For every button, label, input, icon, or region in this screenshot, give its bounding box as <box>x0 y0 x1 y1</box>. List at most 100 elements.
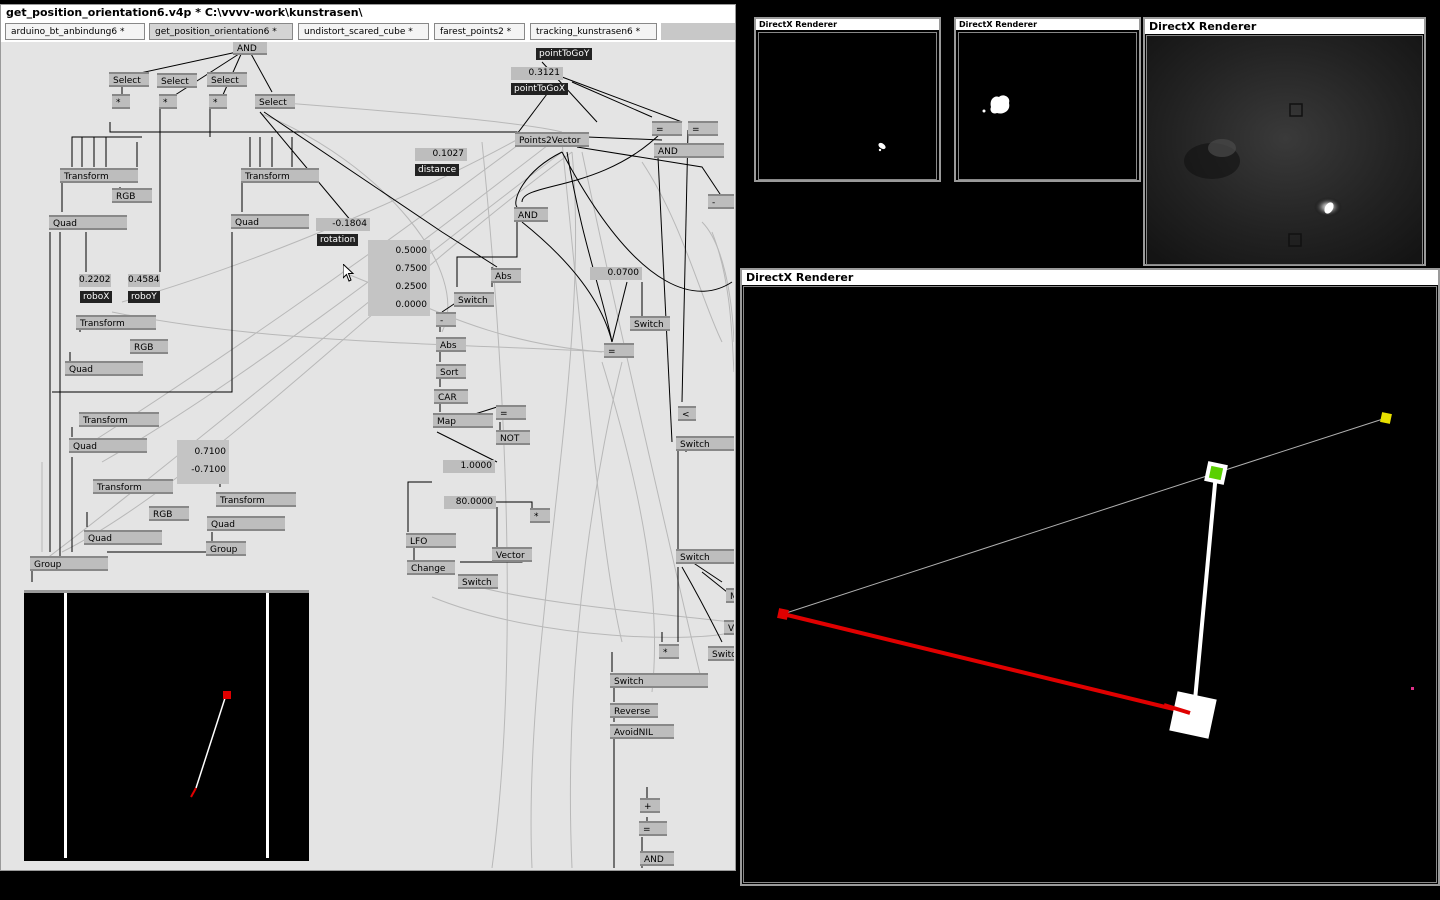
spread-value-2: 0.2500 <box>395 282 428 292</box>
renderer-small-2-title: DirectX Renderer <box>956 19 1139 30</box>
map-node[interactable]: Map <box>433 413 493 428</box>
select-node-3[interactable]: Select <box>207 72 247 87</box>
directx-renderer-main[interactable]: DirectX Renderer <box>740 268 1440 886</box>
switch-node-2[interactable]: Switch <box>630 316 670 331</box>
tab-get-position-orientation6[interactable]: get_position_orientation6 * <box>149 23 293 40</box>
not-node[interactable]: NOT <box>496 430 530 445</box>
quad-node-3[interactable]: Quad <box>65 361 143 376</box>
transform-node-6[interactable]: Transform <box>216 492 296 507</box>
rotation-value[interactable]: -0.1804 <box>316 218 370 231</box>
spread-value-1: 0.7500 <box>395 264 428 274</box>
m-node[interactable]: M <box>726 588 734 603</box>
equals-node-4[interactable]: = <box>496 405 526 420</box>
equals-node-3[interactable]: = <box>604 343 634 358</box>
equals-node-1[interactable]: = <box>652 121 682 136</box>
switch-node-1[interactable]: Switch <box>454 292 494 307</box>
multiply-node-2[interactable]: * <box>159 94 177 109</box>
distance-value[interactable]: 0.1027 <box>415 148 467 161</box>
transform-node-2[interactable]: Transform <box>241 168 319 183</box>
directx-renderer-camera[interactable]: DirectX Renderer <box>1143 17 1426 266</box>
equals-node-2[interactable]: = <box>688 121 718 136</box>
spread-value-3: 0.0000 <box>395 300 428 310</box>
vector-iobox[interactable]: 0.7100 -0.7100 <box>177 440 229 484</box>
switch-node-5[interactable]: Switch <box>458 574 498 589</box>
less-than-node[interactable]: < <box>678 406 696 421</box>
minus-node-2[interactable]: - <box>436 312 456 327</box>
tab-tracking-kunstrasen6[interactable]: tracking_kunstrasen6 * <box>530 23 657 40</box>
directx-renderer-small-2[interactable]: DirectX Renderer <box>954 17 1141 182</box>
transform-node-1[interactable]: Transform <box>60 168 138 183</box>
switch-node-4[interactable]: Switch <box>676 549 734 564</box>
quad-node-2[interactable]: Quad <box>231 214 309 229</box>
equals-node-5[interactable]: = <box>639 821 667 836</box>
renderer-main-title: DirectX Renderer <box>742 270 1438 285</box>
quad-node-6[interactable]: Quad <box>84 530 162 545</box>
quad-node-1[interactable]: Quad <box>49 215 127 230</box>
pointtogox-label: pointToGoX <box>511 83 569 95</box>
tab-bar-empty <box>661 23 735 40</box>
switch-node-6[interactable]: Switch <box>610 673 708 688</box>
patch-canvas[interactable]: AND Select Select Select Select * * * Tr… <box>2 42 734 868</box>
sort-node[interactable]: Sort <box>436 364 466 379</box>
transform-node-5[interactable]: Transform <box>93 479 173 494</box>
renderer-small-1-title: DirectX Renderer <box>756 19 939 30</box>
transform-node-3[interactable]: Transform <box>76 315 156 330</box>
switch-node-3[interactable]: Switch <box>676 436 734 451</box>
distance-label: distance <box>415 164 460 176</box>
plus-node[interactable]: + <box>640 798 660 813</box>
and-node-2[interactable]: AND <box>654 143 724 158</box>
tab-farest-points2[interactable]: farest_points2 * <box>434 23 525 40</box>
reverse-node[interactable]: Reverse <box>610 703 658 718</box>
multiply-node-5[interactable]: * <box>659 644 679 659</box>
transform-node-4[interactable]: Transform <box>79 412 159 427</box>
roboy-value[interactable]: 0.4584 <box>128 274 160 287</box>
robox-value[interactable]: 0.2202 <box>79 274 111 287</box>
multiply-node-4[interactable]: * <box>530 508 550 523</box>
switch-node-7[interactable]: Switch <box>708 646 734 661</box>
multiply-node-1[interactable]: * <box>112 94 130 109</box>
tab-undistort-scared-cube[interactable]: undistort_scared_cube * <box>298 23 429 40</box>
pointtogoy-label: pointToGoY <box>536 48 593 60</box>
patch-wires <box>31 51 734 868</box>
and-node-top[interactable]: AND <box>233 42 267 55</box>
directx-renderer-small-1[interactable]: DirectX Renderer <box>754 17 941 182</box>
group-node-2[interactable]: Group <box>206 541 246 556</box>
select-node-1[interactable]: Select <box>109 72 149 87</box>
avoidnil-node[interactable]: AvoidNIL <box>610 724 674 739</box>
inline-renderer-preview[interactable] <box>24 590 309 861</box>
spread-iobox[interactable]: 0.5000 0.7500 0.2500 0.0000 <box>368 240 430 316</box>
and-node-3[interactable]: AND <box>514 207 548 222</box>
value-one[interactable]: 1.0000 <box>443 460 495 473</box>
multiply-node-3[interactable]: * <box>209 94 227 109</box>
rgb-node-2[interactable]: RGB <box>130 339 168 354</box>
quad-node-5[interactable]: Quad <box>207 516 285 531</box>
minus-node-1[interactable]: - <box>708 194 734 209</box>
pointtogox-value[interactable]: 0.3121 <box>511 67 563 80</box>
abs-node-1[interactable]: Abs <box>491 268 521 283</box>
patch-window: get_position_orientation6.v4p * C:\vvvv-… <box>0 4 736 871</box>
car-node[interactable]: CAR <box>434 389 468 404</box>
group-node-1[interactable]: Group <box>30 556 108 571</box>
value-eighty[interactable]: 80.0000 <box>444 496 496 509</box>
roboy-label: roboY <box>128 291 160 303</box>
select-node-4[interactable]: Select <box>255 94 295 109</box>
rgb-node-1[interactable]: RGB <box>112 188 152 203</box>
vector-value-1: -0.7100 <box>191 465 226 475</box>
tab-bar: arduino_bt_anbindung6 * get_position_ori… <box>1 21 735 42</box>
renderer-small-1-view <box>758 32 937 180</box>
tab-arduino-bt-anbindung6[interactable]: arduino_bt_anbindung6 * <box>5 23 145 40</box>
abs-node-2[interactable]: Abs <box>436 337 466 352</box>
change-node[interactable]: Change <box>407 560 455 575</box>
points2vector-node[interactable]: Points2Vector <box>515 132 589 147</box>
rgb-node-3[interactable]: RGB <box>149 506 189 521</box>
lfo-node[interactable]: LFO <box>406 533 456 548</box>
quad-node-4[interactable]: Quad <box>69 438 147 453</box>
robot-square <box>1169 691 1217 739</box>
vector-node[interactable]: Vector <box>492 547 532 562</box>
renderer-camera-view <box>1146 35 1423 265</box>
v-node[interactable]: V <box>724 620 734 635</box>
and-node-4[interactable]: AND <box>640 851 674 866</box>
robox-label: roboX <box>80 291 113 303</box>
select-node-2[interactable]: Select <box>157 73 197 88</box>
value-0-0700[interactable]: 0.0700 <box>590 267 642 280</box>
